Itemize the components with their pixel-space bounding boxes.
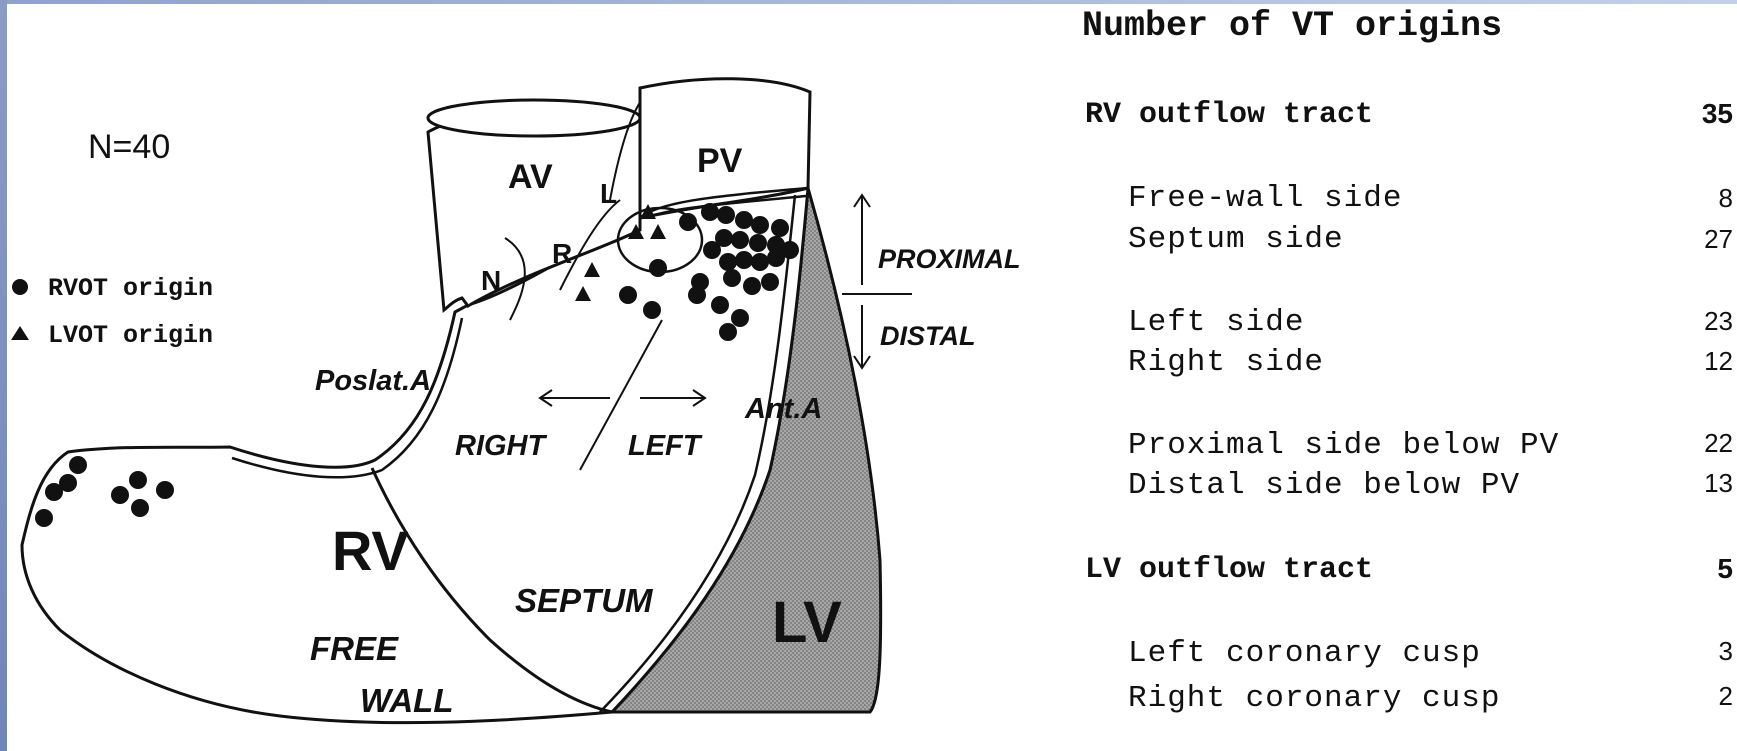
- rvot-origin-dot: [643, 301, 661, 319]
- legend-lvot-icon: [11, 326, 29, 340]
- rvot-origin-dot: [679, 213, 697, 231]
- rvot-origin-dot: [735, 251, 753, 269]
- row-lcc-value: 3: [1673, 636, 1733, 667]
- rvot-origin-dot: [688, 286, 706, 304]
- free-label: FREE: [310, 630, 399, 667]
- rvot-origin-dot: [731, 231, 749, 249]
- rvot-origin-dot: [35, 509, 53, 527]
- distal-label: DISTAL: [880, 321, 976, 351]
- rvot-origin-dot: [749, 234, 767, 252]
- proximal-label: PROXIMAL: [878, 244, 1021, 274]
- row-leftside-label: Left side: [1128, 305, 1304, 340]
- row-distal-label: Distal side below PV: [1128, 468, 1520, 503]
- row-rvot-value: 35: [1673, 98, 1733, 130]
- septum-label: SEPTUM: [515, 582, 654, 619]
- rvot-origin-dot: [69, 456, 87, 474]
- row-rightside-value: 12: [1673, 346, 1733, 377]
- cusp-r-label: R: [552, 238, 572, 269]
- legend-rvot-label: RVOT origin: [48, 274, 213, 303]
- cusp-n-label: N: [481, 265, 501, 296]
- heart-outflow-diagram: N=40 RVOT origin LVOT origin AV PV L R N…: [0, 0, 1080, 751]
- row-proximal-label: Proximal side below PV: [1128, 428, 1559, 463]
- cusp-l-label: L: [600, 178, 617, 209]
- rvot-origin-dot: [761, 273, 779, 291]
- wall-label: WALL: [360, 682, 453, 719]
- row-lvot-label: LV outflow tract: [1085, 553, 1373, 587]
- rvot-origin-dot: [751, 253, 769, 271]
- lv-label: LV: [772, 590, 842, 655]
- rvot-origin-dot: [711, 296, 729, 314]
- row-freewall-value: 8: [1673, 183, 1733, 214]
- rvot-origin-dot: [701, 203, 719, 221]
- right-label: RIGHT: [455, 430, 548, 462]
- row-distal-value: 13: [1673, 468, 1733, 499]
- left-label: LEFT: [628, 430, 703, 462]
- row-lvot-value: 5: [1673, 553, 1733, 585]
- rvot-origin-dot: [649, 259, 667, 277]
- ant-label: Ant.A: [744, 393, 822, 425]
- rvot-origin-dot: [751, 216, 769, 234]
- row-lcc-label: Left coronary cusp: [1128, 636, 1481, 671]
- rvot-origin-dot: [743, 277, 761, 295]
- row-rcc-value: 2: [1673, 681, 1733, 712]
- rvot-origin-dot: [771, 219, 789, 237]
- rvot-origin-dot: [129, 471, 147, 489]
- row-septum-value: 27: [1673, 224, 1733, 255]
- row-rvot-label: RV outflow tract: [1085, 98, 1373, 132]
- rvot-origin-dot: [723, 269, 741, 287]
- rvot-origin-dot: [45, 483, 63, 501]
- rvot-origin-dot: [731, 309, 749, 327]
- pv-label: PV: [697, 142, 743, 180]
- rvot-origin-dot: [703, 241, 721, 259]
- rvot-origin-dot: [131, 499, 149, 517]
- rvot-origin-dot: [619, 286, 637, 304]
- row-septum-label: Septum side: [1128, 222, 1344, 257]
- rvot-origin-dot: [719, 323, 737, 341]
- row-leftside-value: 23: [1673, 306, 1733, 337]
- row-freewall-label: Free-wall side: [1128, 181, 1402, 216]
- rvot-origin-dot: [111, 486, 129, 504]
- rv-label: RV: [332, 519, 409, 582]
- row-rightside-label: Right side: [1128, 345, 1324, 380]
- legend-rvot-icon: [12, 279, 28, 295]
- n-label: N=40: [88, 128, 170, 166]
- table-title: Number of VT origins: [1082, 6, 1502, 46]
- row-proximal-value: 22: [1673, 428, 1733, 459]
- rvot-origin-dot: [735, 211, 753, 229]
- rvot-origin-dot: [156, 481, 174, 499]
- rvot-origin-dot: [717, 206, 735, 224]
- av-top-ellipse: [428, 100, 640, 136]
- row-rcc-label: Right coronary cusp: [1128, 681, 1500, 716]
- legend-lvot-label: LVOT origin: [48, 321, 213, 350]
- av-label: AV: [508, 158, 553, 196]
- poslat-label: Poslat.A: [315, 365, 431, 397]
- rvot-origin-dot: [719, 253, 737, 271]
- rvot-origin-dot: [781, 241, 799, 259]
